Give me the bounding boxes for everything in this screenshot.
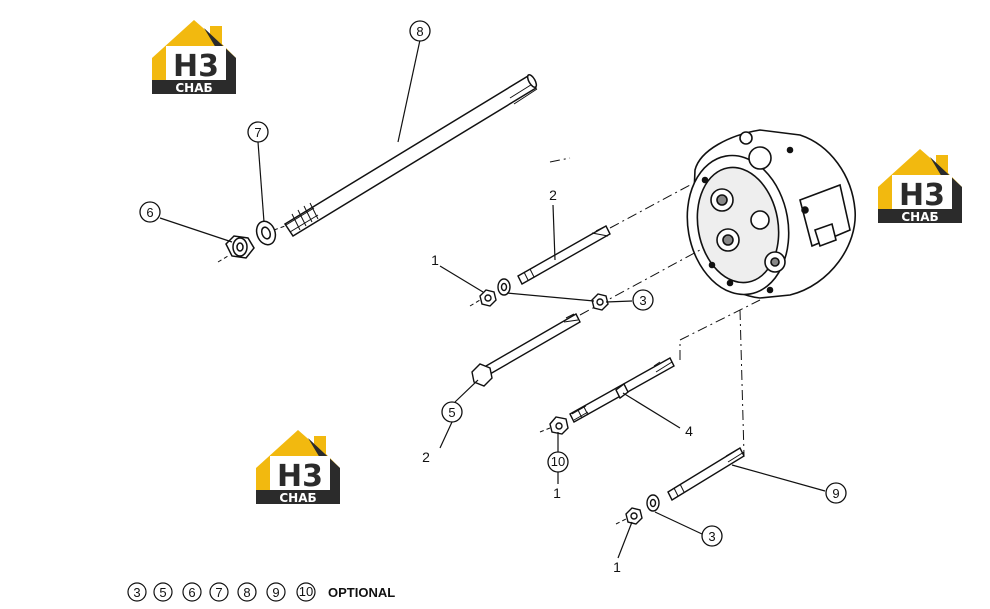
callout-7: 7: [247, 121, 269, 143]
legend-item: 6: [182, 582, 202, 602]
nut-1-lower: [625, 507, 643, 525]
label-1-upper: 1: [431, 252, 439, 268]
stud-2-upper: [517, 225, 611, 285]
callout-8: 8: [409, 20, 431, 42]
legend-label: OPTIONAL: [328, 585, 395, 600]
legend-item: 7: [209, 582, 229, 602]
label-1-lower: 1: [613, 559, 621, 575]
nut-1-upper: [479, 289, 497, 307]
nut-3-upper: [591, 293, 609, 311]
nut-10: [549, 416, 569, 435]
bolt-5: [471, 313, 581, 387]
svg-text:8: 8: [416, 24, 423, 39]
callout-3-upper: 3: [632, 289, 654, 311]
legend-item: 5: [153, 582, 173, 602]
washer-7: [255, 220, 277, 246]
legend-item: 10: [296, 582, 316, 602]
differential-housing: [686, 129, 856, 299]
label-1-middle: 1: [553, 485, 561, 501]
label-4: 4: [685, 423, 693, 439]
svg-text:7: 7: [254, 125, 261, 140]
label-2-lower: 2: [422, 449, 430, 465]
callout-5: 5: [441, 401, 463, 423]
svg-text:6: 6: [146, 205, 153, 220]
optional-legend: 3 5 6 7 8 9 10 OPTIONAL: [127, 582, 395, 602]
legend-item: 9: [266, 582, 286, 602]
stud-4: [569, 357, 675, 423]
label-2-upper: 2: [549, 187, 557, 203]
callout-3-lower: 3: [701, 525, 723, 547]
svg-text:3: 3: [639, 293, 646, 308]
svg-text:10: 10: [551, 454, 565, 469]
svg-text:H3: H3: [173, 49, 219, 84]
washer-near-stud-2: [497, 278, 511, 296]
logo-caption: СНАБ: [901, 210, 938, 224]
svg-text:5: 5: [448, 405, 455, 420]
washer-near-stud-9: [646, 494, 660, 512]
svg-text:3: 3: [708, 529, 715, 544]
svg-text:6: 6: [188, 585, 195, 600]
stud-9: [667, 447, 745, 501]
logo-top-left: H3 СНАБ: [152, 20, 236, 95]
legend-item: 3: [127, 582, 147, 602]
svg-text:H3: H3: [899, 178, 945, 213]
callout-9: 9: [825, 482, 847, 504]
logo-bottom-left: H3 СНАБ: [256, 430, 340, 505]
svg-text:9: 9: [832, 486, 839, 501]
callout-10: 10: [547, 451, 569, 473]
svg-text:3: 3: [133, 585, 140, 600]
long-stud-8: [283, 74, 538, 238]
svg-text:5: 5: [159, 585, 166, 600]
svg-text:10: 10: [299, 584, 313, 599]
logo-caption: СНАБ: [279, 491, 316, 505]
nut-6: [225, 235, 255, 259]
legend-item: 8: [237, 582, 257, 602]
svg-text:7: 7: [215, 585, 222, 600]
logo-right: H3 СНАБ: [878, 149, 962, 224]
callout-6: 6: [139, 201, 161, 223]
leader-lines: [159, 39, 826, 559]
svg-text:8: 8: [243, 585, 250, 600]
logo-caption: СНАБ: [175, 81, 212, 95]
svg-text:H3: H3: [277, 459, 323, 494]
svg-text:9: 9: [272, 585, 279, 600]
